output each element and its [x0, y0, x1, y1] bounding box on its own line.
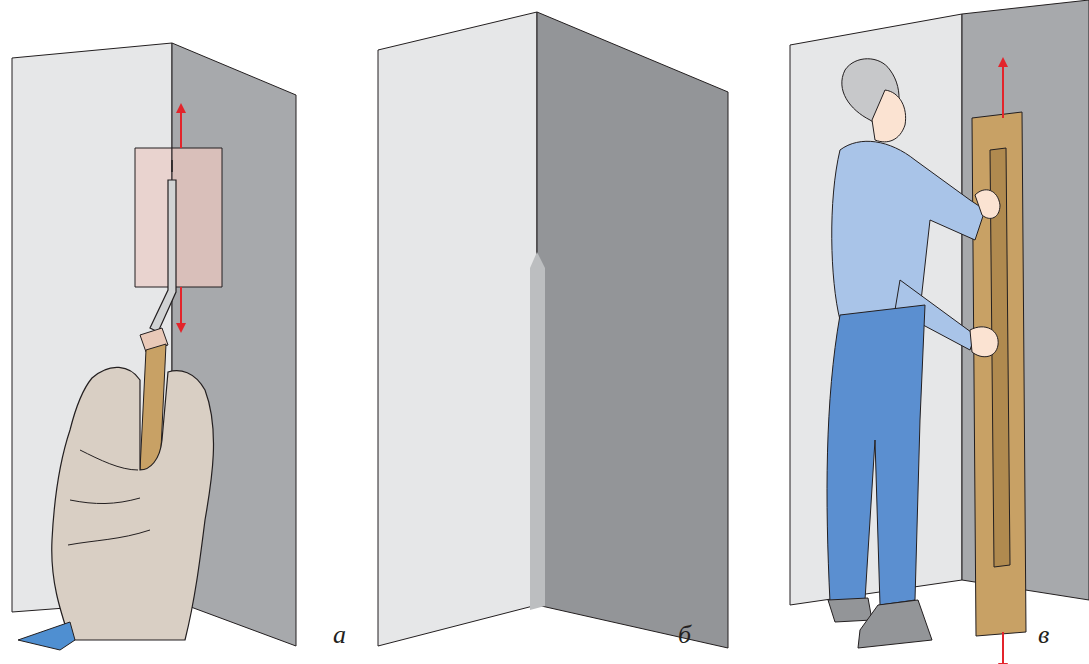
gloved-hand — [52, 367, 214, 640]
panel-letter: б — [678, 622, 691, 648]
panel-c — [790, 0, 1089, 664]
hand — [970, 327, 998, 357]
panel-letter: в — [1038, 622, 1049, 648]
trowel-face — [172, 148, 222, 287]
hand — [975, 190, 1000, 219]
motion-arrow — [180, 108, 182, 148]
wall-right — [537, 12, 728, 648]
motion-arrow — [180, 287, 182, 328]
sleeve-cuff — [18, 622, 75, 650]
trowel-face — [135, 148, 172, 287]
shoe — [828, 598, 872, 622]
shoe — [858, 600, 932, 648]
motion-arrow — [1002, 632, 1004, 664]
float-board — [972, 112, 1026, 636]
jeans — [827, 305, 925, 605]
trowel-fold — [171, 160, 173, 172]
face — [872, 90, 906, 142]
panel-b — [378, 12, 728, 648]
corner-bead — [530, 252, 545, 610]
wall-left — [378, 12, 537, 646]
panel-letter: а — [333, 622, 346, 648]
trowel-handle-stem — [150, 180, 176, 332]
motion-arrow — [1002, 62, 1004, 118]
glove-fingers — [68, 450, 150, 545]
panel-a — [12, 43, 296, 650]
